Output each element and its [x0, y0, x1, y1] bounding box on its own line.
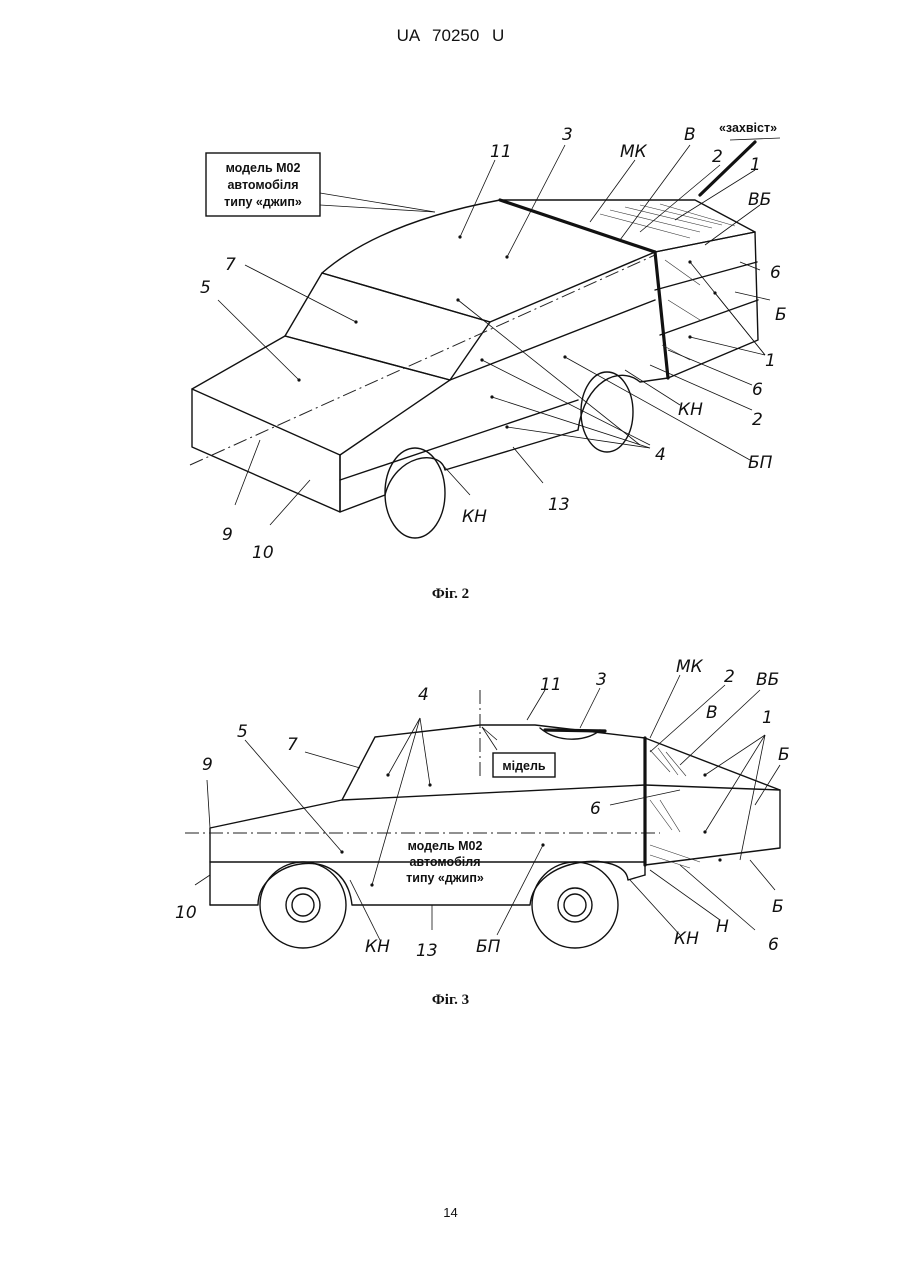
label-6-mid: 6	[590, 799, 601, 819]
label-kn-front: КН	[365, 937, 390, 957]
label-bp: БП	[476, 937, 501, 957]
label-9: 9	[222, 525, 233, 545]
label-vb: ВБ	[748, 190, 771, 210]
label-5: 5	[237, 722, 248, 742]
label-10: 10	[175, 903, 197, 923]
label-3: 3	[562, 125, 573, 145]
label-2-bottom: 2	[752, 410, 763, 430]
label-vb: ВБ	[756, 670, 779, 690]
label-n: Н	[716, 917, 729, 937]
label-6-bottom: 6	[768, 935, 779, 955]
label-6-top: 6	[770, 263, 781, 283]
label-1-right: 1	[765, 351, 776, 371]
model-line-2: автомобіля	[409, 855, 480, 869]
figure-3-leader-lines	[195, 675, 780, 940]
label-b-top: Б	[778, 745, 790, 765]
label-kn-front: КН	[462, 507, 487, 527]
figure-3-midel-callout: мідель	[493, 753, 555, 777]
label-4: 4	[418, 685, 429, 705]
label-kn-rear: КН	[678, 400, 703, 420]
callout-line-3: типу «джип»	[224, 195, 302, 209]
label-10: 10	[252, 543, 274, 563]
label-3: 3	[596, 670, 607, 690]
model-line-3: типу «джип»	[406, 871, 484, 885]
figure-3: мідель модель М02 автомобіля типу «джип»…	[0, 650, 901, 990]
figure-3-model-text: модель М02 автомобіля типу «джип»	[406, 839, 484, 885]
midel-text: мідель	[502, 759, 546, 773]
model-line-1: модель М02	[408, 839, 483, 853]
rear-wheel	[532, 862, 618, 948]
label-11: 11	[490, 142, 512, 162]
label-1-top: 1	[750, 155, 761, 175]
page-number: 14	[0, 1205, 901, 1220]
label-v: В	[684, 125, 696, 145]
label-7: 7	[287, 735, 298, 755]
label-5: 5	[200, 278, 211, 298]
figure-3-drawing: мідель модель М02 автомобіля типу «джип»…	[0, 650, 901, 990]
patent-header: UA 70250 U	[0, 26, 901, 46]
callout-line-2: автомобіля	[227, 178, 298, 192]
label-7: 7	[225, 255, 236, 275]
label-4: 4	[655, 445, 666, 465]
label-6-bottom: 6	[752, 380, 763, 400]
figure-2-caption: Фіг. 2	[0, 586, 901, 603]
front-wheel	[385, 448, 445, 538]
label-v: В	[706, 703, 718, 723]
figure-3-caption: Фіг. 3	[0, 992, 901, 1009]
label-b: Б	[775, 305, 787, 325]
label-9: 9	[202, 755, 213, 775]
car-body-perspective	[190, 200, 758, 538]
label-mk: МК	[620, 142, 648, 162]
label-13: 13	[416, 941, 438, 961]
front-wheel	[260, 862, 346, 948]
label-b-bottom: Б	[772, 897, 784, 917]
label-13: 13	[548, 495, 570, 515]
label-11: 11	[540, 675, 562, 695]
tail-tag: «захвіст»	[719, 121, 777, 135]
label-2: 2	[724, 667, 735, 687]
figure-2-drawing: модель М02 автомобіля типу «джип» «захві…	[0, 110, 901, 580]
figure-2: модель М02 автомобіля типу «джип» «захві…	[0, 110, 901, 580]
figure-2-model-callout: модель М02 автомобіля типу «джип»	[206, 153, 320, 216]
label-2-top: 2	[712, 147, 723, 167]
label-kn-rear: КН	[674, 929, 699, 949]
figure-3-labels: 11 3 МК 2 ВБ В 1 Б 6 Б Н 6 КН КН БП 13 4…	[175, 657, 790, 961]
label-1: 1	[762, 708, 773, 728]
car-body-side	[185, 690, 780, 948]
callout-line-1: модель М02	[226, 161, 301, 175]
label-bp: БП	[748, 453, 773, 473]
label-mk: МК	[676, 657, 704, 677]
